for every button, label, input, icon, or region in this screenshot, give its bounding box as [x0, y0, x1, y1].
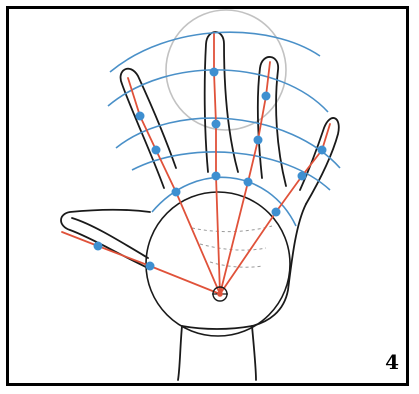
- hand-outline: [61, 32, 339, 380]
- step-number-label: 4: [385, 350, 399, 374]
- upper-knuckle-arc: [108, 70, 328, 112]
- fingertip-arc: [110, 32, 320, 72]
- joint-dots: [94, 68, 327, 271]
